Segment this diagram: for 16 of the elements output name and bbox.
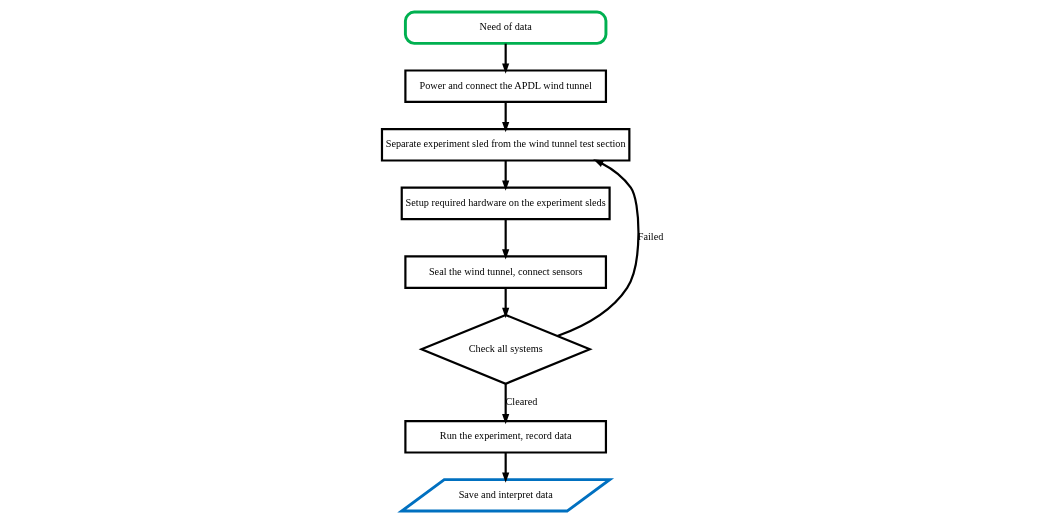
arrow (501, 218, 509, 259)
arrow (501, 43, 509, 74)
arrow (501, 383, 509, 424)
node-box: Separate experiment sled from the wind tunnel test section (380, 127, 630, 162)
arrow (501, 160, 509, 191)
node-box: Seal the wind tunnel, connect sensors (403, 254, 607, 289)
node-box: Run the experiment, record data (403, 419, 607, 454)
edge-label: Failed (637, 230, 663, 242)
node-box: Need of data (403, 9, 607, 45)
arrow (556, 158, 639, 337)
arrow (501, 287, 509, 318)
arrow (501, 101, 509, 132)
node-diamond: Check all systems (418, 313, 593, 385)
node-box: Setup required hardware on the experiment sleds (400, 186, 611, 220)
node-box: Power and connect the APDL wind tunnel (403, 68, 607, 103)
arrow (501, 452, 509, 483)
